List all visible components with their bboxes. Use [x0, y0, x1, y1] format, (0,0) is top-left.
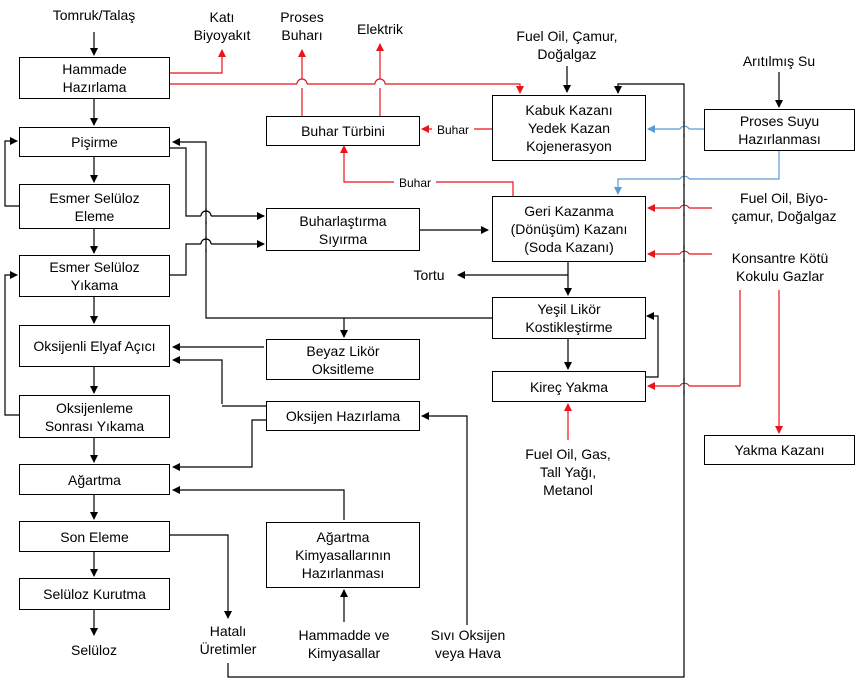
label-sivi-oksijen-veya-hava: Sıvı Oksijen veya Hava [430, 627, 506, 661]
box-pisirme: Pişirme [19, 127, 170, 157]
flow-hammade-to-biyoyakit [170, 49, 226, 74]
label-buhar-2: Buhar [394, 175, 436, 190]
flow-kimyasal-to-agartma [172, 486, 345, 520]
flow-oksijen-to-agartma [172, 419, 266, 471]
box-buharlastirma-siyirma: Buharlaştırma Sıyırma [266, 208, 420, 251]
box-oksijenli-elyaf-acici: Oksijenli Elyaf Açıcı [19, 325, 170, 367]
box-son-eleme: Son Eleme [19, 521, 170, 552]
label-tortu: Tortu [413, 267, 445, 283]
label-fuel-oil-gas-tall-yagi-metanol: Fuel Oil, Gas, Tall Yağı, Metanol [525, 446, 611, 498]
label-hammadde-ve-kimyasallar: Hammadde ve Kimyasallar [298, 627, 390, 661]
box-oksijen-hazirlama: Oksijen Hazırlama [266, 401, 420, 431]
box-yakma-kazani: Yakma Kazanı [704, 435, 855, 465]
flow-hammade-to-kabuk [170, 83, 524, 94]
box-proses-suyu-hazirlanmasi: Proses Suyu Hazırlanması [704, 109, 855, 151]
flow-kirec-to-yesil [645, 312, 659, 378]
box-geri-kazanma-kazani: Geri Kazanma (Dönüşüm) Kazanı (Soda Kaza… [492, 196, 646, 262]
label-buhar-1: Buhar [432, 122, 474, 137]
box-buhar-turbini: Buhar Türbini [266, 116, 420, 146]
box-kabuk-kazani: Kabuk Kazanı Yedek Kazan Kojenerasyon [492, 95, 646, 161]
label-tomruk-talas: Tomruk/Talaş [52, 7, 136, 23]
flow-yesil-to-pisirme [172, 138, 492, 319]
flow-proses-to-geri [614, 151, 780, 195]
box-agartma: Ağartma [19, 464, 170, 495]
box-beyaz-likor-oksitleme: Beyaz Likör Oksitleme [266, 339, 420, 380]
label-proses-buhari: Proses Buharı [280, 9, 324, 43]
label-fuel-oil-biyo-camur: Fuel Oil, Biyo- çamur, Doğalgaz [731, 190, 837, 224]
flow-pisirme-to-buharlastirma [170, 147, 265, 220]
label-elektrik: Elektrik [357, 21, 403, 37]
loop-oksyikama-to-yikama [4, 271, 19, 416]
label-kati-biyoyakit: Katı Biyoyakıt [193, 9, 251, 43]
box-oksijenleme-sonrasi-yikama: Oksijenleme Sonrası Yıkama [19, 395, 170, 438]
loop-eleme-to-pisirme [4, 137, 19, 207]
label-hatali-uretimler: Hatalı Üretimler [199, 623, 257, 657]
box-agartma-kimyasallari: Ağartma Kimyasallarının Hazırlanması [266, 522, 420, 588]
label-konsantre-kotu-kokulu-gazlar: Konsantre Kötü Kokulu Gazlar [731, 250, 829, 284]
box-esmer-seluloz-yikama: Esmer Selüloz Yıkama [19, 255, 170, 297]
flow-yikama-to-buharlastirma [170, 240, 265, 276]
flow-gazlar-to-kirec [647, 290, 741, 390]
box-hammade-hazirlama: Hammade Hazırlama [19, 57, 170, 99]
box-kirec-yakma: Kireç Yakma [492, 371, 646, 402]
label-seluloz: Selüloz [71, 642, 117, 658]
flow-oksijen-to-elyaf [172, 356, 223, 404]
flow-sivi-oksijen-to-oksijen [421, 412, 468, 625]
box-seluloz-kurutma: Selüloz Kurutma [19, 578, 170, 610]
label-fuel-oil-camur-dogalgaz: Fuel Oil, Çamur, Doğalgaz [516, 28, 618, 62]
box-yesil-likor: Yeşil Likör Kostikleştirme [492, 297, 646, 339]
flow-soneleme-to-hatali [170, 534, 232, 619]
box-esmer-seluloz-eleme: Esmer Selüloz Eleme [19, 184, 170, 229]
label-aritilmis-su: Arıtılmış Su [742, 53, 816, 69]
